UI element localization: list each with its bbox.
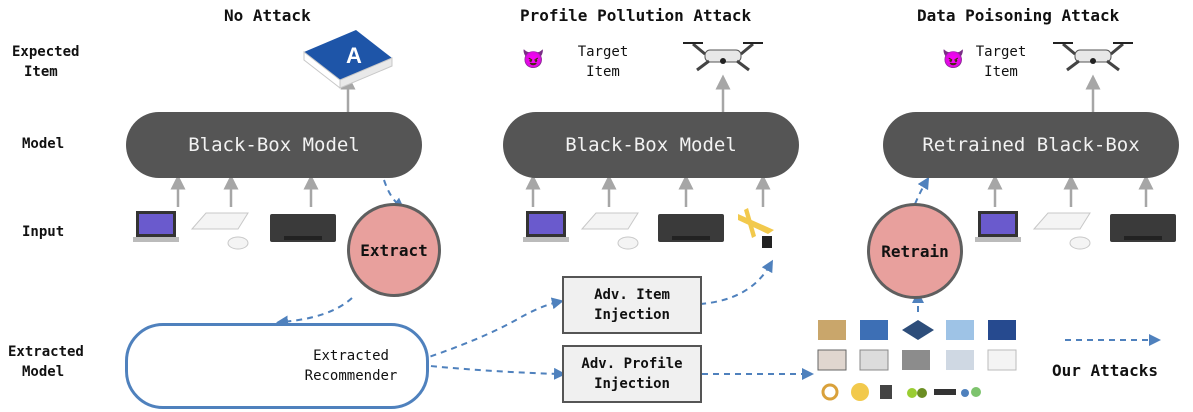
svg-text:A: A	[346, 43, 362, 68]
header-no-attack: No Attack	[224, 6, 311, 25]
row-label-model: Model	[22, 136, 65, 152]
target-item-line: Item	[984, 64, 1018, 80]
devil-face-icon: 😈	[942, 49, 965, 70]
legend-our-attacks: Our Attacks	[1052, 361, 1158, 380]
paper-ream-icon: A	[303, 30, 393, 90]
adv-item-injection-box: Adv. Item Injection	[562, 276, 702, 334]
row-label-line: Model	[22, 364, 65, 380]
toy-plane-icon	[738, 208, 774, 248]
extract-node: Extract	[347, 203, 441, 297]
box-line: Adv. Profile	[581, 356, 683, 372]
laptop-icon	[523, 211, 569, 242]
laptop-icon	[975, 211, 1021, 242]
printer-icon	[270, 214, 336, 242]
recommender-line: Extracted	[313, 348, 389, 364]
attack-flows	[276, 176, 1161, 380]
target-item-line: Item	[586, 64, 620, 80]
header-data-poisoning: Data Poisoning Attack	[917, 6, 1120, 25]
recommender-line: Recommender	[304, 368, 398, 384]
black-box-model-left: Black-Box Model	[126, 112, 422, 178]
printer-icon	[1110, 214, 1176, 242]
input-arrows-middle	[525, 74, 771, 207]
retrain-node: Retrain	[867, 203, 963, 299]
drone-icon	[1053, 42, 1133, 72]
drone-icon	[683, 42, 763, 72]
box-line: Injection	[594, 376, 670, 392]
keyboard-mouse-icon	[190, 212, 249, 250]
retrained-black-box-model: Retrained Black-Box	[883, 112, 1179, 178]
row-label-line: Expected	[12, 44, 80, 60]
target-item-label-middle: Target Item	[570, 42, 636, 82]
row-label-line: Item	[24, 64, 58, 80]
box-line: Injection	[594, 307, 670, 323]
row-label-input: Input	[22, 224, 65, 240]
target-item-label-right: Target Item	[968, 42, 1034, 82]
target-item-line: Target	[577, 44, 629, 60]
input-arrows-left	[170, 74, 356, 207]
laptop-icon	[133, 211, 179, 242]
black-box-model-middle: Black-Box Model	[503, 112, 799, 178]
extracted-recommender-box	[125, 323, 429, 409]
box-line: Adv. Item	[594, 287, 670, 303]
devil-face-icon: 😈	[522, 49, 545, 70]
printer-icon	[658, 214, 724, 242]
adv-profile-injection-box: Adv. Profile Injection	[562, 345, 702, 403]
row-label-extracted-model: Extracted Model	[8, 342, 84, 382]
keyboard-mouse-icon	[1032, 212, 1091, 250]
row-label-line: Extracted	[8, 344, 84, 360]
extracted-recommender-label: Extracted Recommender	[296, 346, 406, 386]
input-arrows-right	[987, 74, 1154, 207]
target-item-line: Target	[975, 44, 1027, 60]
row-label-expected-item: Expected Item	[12, 42, 79, 82]
product-grid-icon	[817, 320, 1017, 401]
keyboard-mouse-icon	[580, 212, 639, 250]
header-profile-pollution: Profile Pollution Attack	[520, 6, 752, 25]
